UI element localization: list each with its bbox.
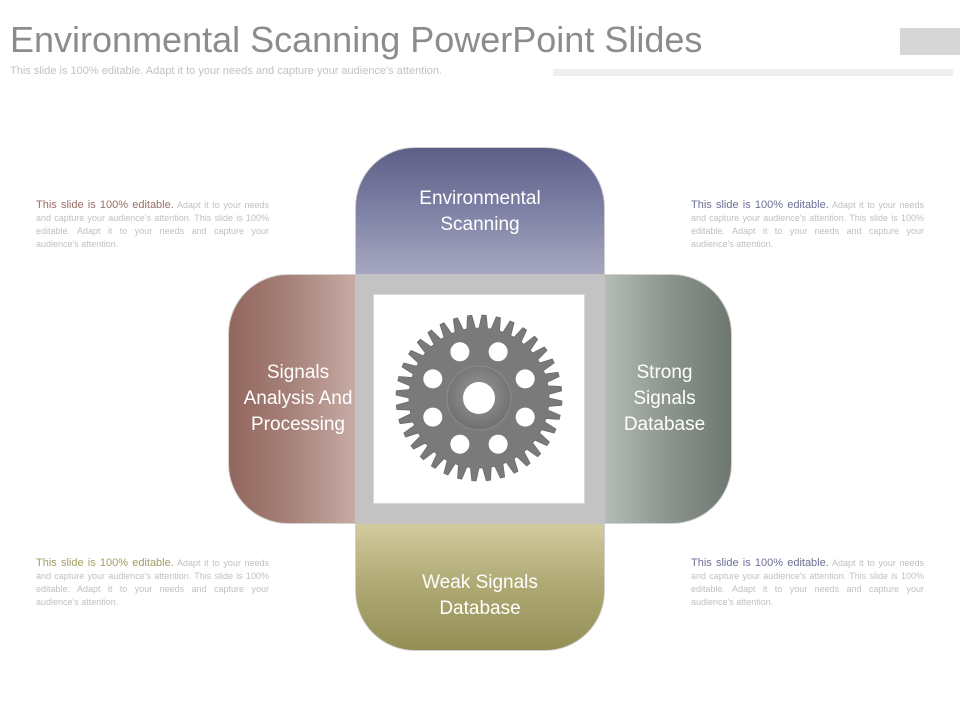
description-lead: This slide is 100% editable.	[691, 199, 829, 211]
subtitle-divider-bar	[553, 69, 953, 76]
description-body: Adapt it to your needs and capture your …	[36, 558, 269, 607]
description-top-right: This slide is 100% editable. Adapt it to…	[691, 199, 924, 251]
gear-spoke-hole	[488, 342, 508, 362]
petal-weak-signals: Weak Signals Database	[355, 521, 605, 651]
petal-environmental-scanning: Environmental Scanning	[355, 147, 605, 277]
gear-spoke-hole	[423, 369, 443, 389]
gear-icon	[395, 314, 563, 482]
description-lead: This slide is 100% editable.	[36, 557, 174, 569]
description-lead: This slide is 100% editable.	[36, 199, 174, 211]
center-frame	[355, 274, 605, 524]
description-top-left: This slide is 100% editable. Adapt it to…	[36, 199, 269, 251]
slide-title: Environmental Scanning PowerPoint Slides	[10, 19, 703, 60]
description-body: Adapt it to your needs and capture your …	[691, 200, 924, 249]
description-body: Adapt it to your needs and capture your …	[36, 200, 269, 249]
gear-center-hole	[463, 382, 495, 414]
petal-right-label: Strong Signals Database	[623, 362, 706, 435]
petal-left-label: Signals Analysis And Processing	[243, 362, 353, 435]
gear-spoke-hole	[488, 434, 508, 454]
gear-spoke-hole	[450, 434, 470, 454]
header-accent-bar	[900, 28, 960, 55]
gear-spoke-hole	[515, 407, 535, 427]
center-panel	[373, 294, 585, 504]
description-lead: This slide is 100% editable.	[691, 557, 829, 569]
petal-strong-signals: Strong Signals Database	[602, 274, 732, 524]
slide-subtitle: This slide is 100% editable. Adapt it to…	[10, 65, 442, 77]
gear-spoke-hole	[515, 369, 535, 389]
gear-spoke-hole	[423, 407, 443, 427]
description-bottom-right: This slide is 100% editable. Adapt it to…	[691, 557, 924, 609]
description-bottom-left: This slide is 100% editable. Adapt it to…	[36, 557, 269, 609]
petal-signals-analysis: Signals Analysis And Processing	[228, 274, 358, 524]
gear-spoke-hole	[450, 342, 470, 362]
petal-bottom-label: Weak Signals Database	[422, 572, 538, 619]
description-body: Adapt it to your needs and capture your …	[691, 558, 924, 607]
petal-top-label: Environmental Scanning	[419, 188, 541, 235]
